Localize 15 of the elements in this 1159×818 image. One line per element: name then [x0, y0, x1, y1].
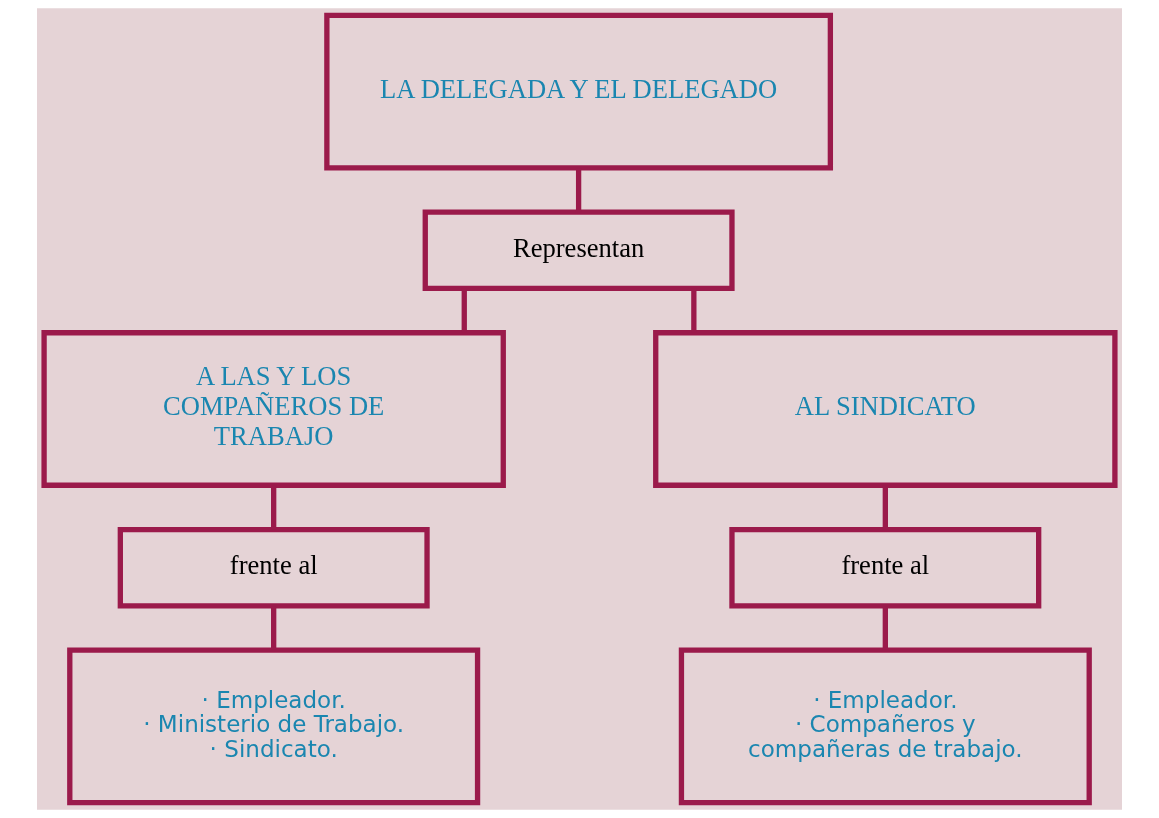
- node-box: frente al: [729, 526, 1042, 609]
- connector: [882, 606, 888, 650]
- connector: [271, 485, 277, 530]
- node-box: AL SINDICATO: [653, 330, 1118, 488]
- connector: [691, 288, 697, 333]
- node-box: · Empleador. · Ministerio de Trabajo. · Sindicato.: [67, 647, 481, 806]
- connector: [575, 168, 582, 212]
- connector: [461, 288, 467, 333]
- node-box: Representan: [422, 209, 735, 292]
- node-box: frente al: [117, 526, 430, 609]
- node-box: A LAS Y LOS COMPAÑEROS DE TRABAJO: [41, 330, 506, 488]
- connector: [271, 606, 277, 650]
- connector: [882, 485, 888, 530]
- node-box: · Empleador. · Compañeros y compañeras de trabajo.: [678, 647, 1092, 806]
- node-box: LA DELEGADA Y EL DELEGADO: [324, 12, 833, 171]
